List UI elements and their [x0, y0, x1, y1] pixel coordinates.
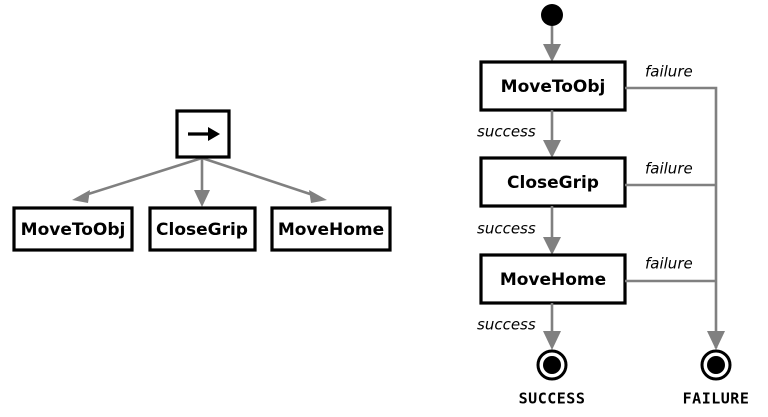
flow-label-movehome-success: success	[477, 316, 536, 334]
success-terminal[interactable]: SUCCESS	[519, 349, 586, 408]
flow-edge-failure-bus-arrowhead	[707, 331, 725, 350]
start-node[interactable]	[541, 4, 563, 26]
flow-node-closegrip-label: CloseGrip	[507, 173, 599, 193]
flow-node-closegrip[interactable]: CloseGrip	[479, 156, 627, 208]
flow-node-movetoobj-box	[479, 60, 627, 112]
flow-edge-movetoobj-failure	[625, 86, 718, 348]
behavior-tree-panel: MoveToObj CloseGrip MoveHome	[12, 109, 392, 252]
success-terminal-label: SUCCESS	[519, 390, 586, 408]
tree-leaf-movehome-label: MoveHome	[278, 220, 384, 240]
flow-node-movetoobj[interactable]: MoveToObj	[479, 60, 627, 112]
tree-leaf-closegrip-box	[148, 206, 257, 252]
tree-edge-to-movehome-arrowhead	[309, 190, 327, 203]
failure-terminal-core	[707, 356, 725, 374]
tree-edges	[72, 156, 327, 207]
flow-label-movehome-failure: failure	[645, 255, 693, 273]
tree-edge-to-movetoobj	[81, 156, 203, 198]
tree-leaf-movetoobj-label: MoveToObj	[21, 220, 126, 240]
flow-edge-closegrip-success-arrowhead	[543, 237, 561, 255]
tree-leaf-movehome-box	[270, 206, 392, 252]
flow-node-movehome-label: MoveHome	[500, 270, 606, 290]
tree-leaf-movetoobj-box	[12, 206, 134, 252]
flow-label-closegrip-failure: failure	[645, 160, 693, 178]
tree-edge-to-movehome	[201, 156, 317, 198]
tree-leaf-closegrip[interactable]: CloseGrip	[148, 206, 257, 252]
flow-edge-movetoobj-success-arrowhead	[543, 140, 561, 158]
flowchart-panel: MoveToObj success failure CloseGrip succ…	[477, 4, 749, 408]
failure-terminal[interactable]: FAILURE	[683, 349, 750, 408]
sequence-arrow-icon-head	[208, 127, 220, 141]
flow-label-closegrip-success: success	[477, 220, 536, 238]
tree-edge-to-movetoobj-arrowhead	[72, 190, 90, 203]
flow-node-closegrip-box	[479, 156, 627, 208]
tree-root-node[interactable]	[175, 109, 231, 159]
tree-leaf-closegrip-label: CloseGrip	[156, 220, 248, 240]
flow-node-movehome[interactable]: MoveHome	[479, 253, 627, 305]
flow-label-movetoobj-failure: failure	[645, 63, 693, 81]
tree-leaf-movetoobj[interactable]: MoveToObj	[12, 206, 134, 252]
tree-edge-to-closegrip-arrowhead	[194, 190, 210, 207]
flow-node-movetoobj-label: MoveToObj	[501, 77, 606, 97]
tree-leaf-movehome[interactable]: MoveHome	[270, 206, 392, 252]
failure-terminal-label: FAILURE	[683, 390, 750, 408]
flow-edge-start-to-movetoobj-arrowhead	[543, 44, 561, 62]
success-terminal-core	[543, 356, 561, 374]
flow-edge-movehome-success-arrowhead	[543, 331, 561, 350]
flow-label-movetoobj-success: success	[477, 123, 536, 141]
